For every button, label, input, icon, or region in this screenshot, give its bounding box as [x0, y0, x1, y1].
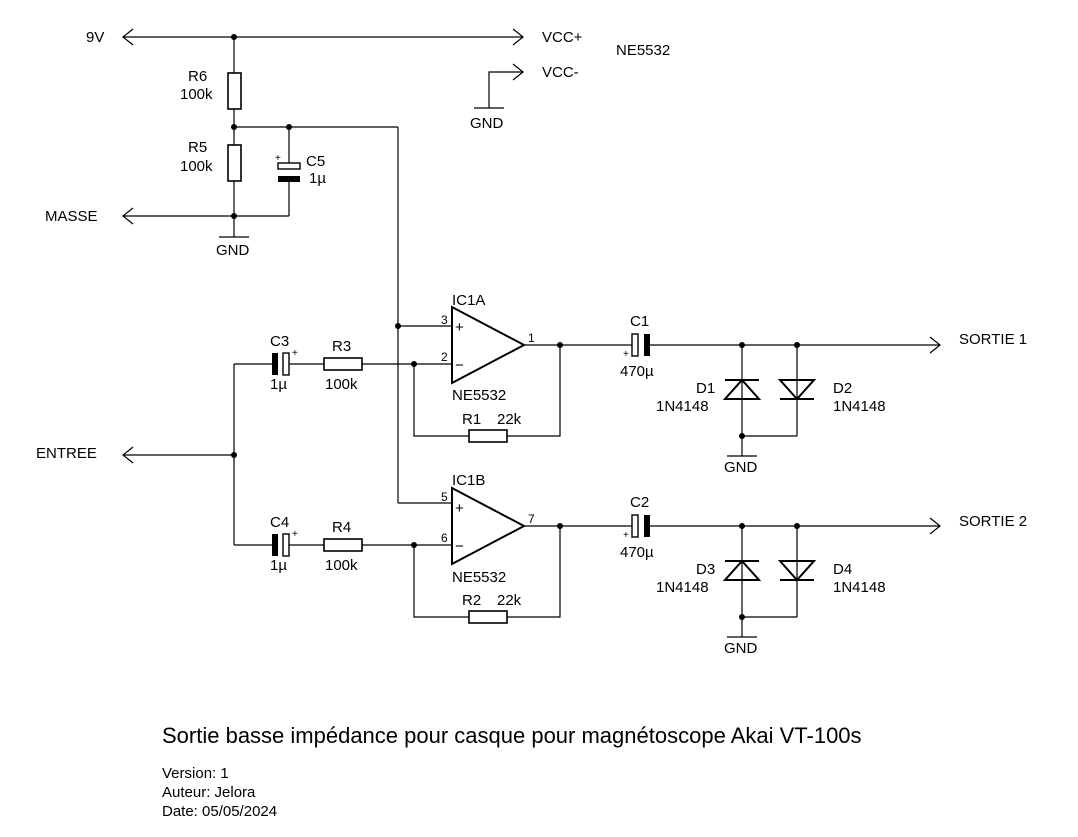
- junction-dot: [557, 342, 563, 348]
- diode-d1: D1 1N4148: [656, 345, 762, 436]
- resistor-r6: R6 100k: [180, 68, 242, 110]
- d1-value: 1N4148: [656, 398, 709, 415]
- d2-value: 1N4148: [833, 398, 886, 415]
- d4-value: 1N4148: [833, 579, 886, 596]
- c3-ref: C3: [270, 333, 289, 350]
- r5-ref: R5: [188, 139, 207, 156]
- r2-value: 22k: [497, 592, 522, 609]
- r2-ref: R2: [462, 592, 481, 609]
- power-chip-label: NE5532: [616, 42, 670, 59]
- c3-value: 1µ: [270, 376, 287, 393]
- junction-dot: [231, 34, 237, 40]
- power-rail: 9V VCC+ NE5532: [86, 28, 670, 59]
- net-vcc-minus-label: VCC-: [542, 64, 579, 81]
- net-entree-label: ENTREE: [36, 445, 97, 462]
- r6-ref: R6: [188, 68, 207, 85]
- svg-text:+: +: [292, 529, 298, 540]
- ic1a-ref: IC1A: [452, 292, 485, 309]
- svg-text:−: −: [455, 357, 464, 374]
- net-sortie2-label: SORTIE 2: [959, 513, 1027, 530]
- junction-dot: [231, 452, 237, 458]
- r3-value: 100k: [325, 376, 358, 393]
- version-text: Version: 1: [162, 765, 229, 782]
- r4-ref: R4: [332, 519, 351, 536]
- svg-text:+: +: [455, 319, 464, 336]
- gnd-label: GND: [724, 640, 758, 657]
- capacitor-c5: + C5 1µ: [275, 153, 326, 187]
- gnd-label: GND: [470, 115, 504, 132]
- gnd-label: GND: [724, 459, 758, 476]
- svg-text:7: 7: [528, 512, 535, 526]
- svg-text:3: 3: [441, 313, 448, 327]
- r1-value: 22k: [497, 411, 522, 428]
- c5-ref: C5: [306, 153, 325, 170]
- net-9v-label: 9V: [86, 29, 104, 46]
- d2-ref: D2: [833, 380, 852, 397]
- c4-value: 1µ: [270, 557, 287, 574]
- c2-value: 470µ: [620, 544, 654, 561]
- diode-d2: D2 1N4148: [777, 345, 886, 436]
- vcc-minus-net: VCC- GND: [470, 63, 579, 132]
- resistor-r4: R4 100k: [323, 519, 363, 574]
- d1-ref: D1: [696, 380, 715, 397]
- svg-text:5: 5: [441, 490, 448, 504]
- capacitor-c3: + C3 1µ: [270, 333, 298, 393]
- c4-ref: C4: [270, 514, 289, 531]
- net-masse-label: MASSE: [45, 208, 98, 225]
- author-text: Auteur: Jelora: [162, 784, 256, 801]
- resistor-r3: R3 100k: [323, 338, 363, 393]
- junction-dot: [395, 323, 401, 329]
- junction-dot: [557, 523, 563, 529]
- resistor-r5: R5 100k: [180, 139, 242, 182]
- svg-text:2: 2: [441, 350, 448, 364]
- net-vcc-plus-label: VCC+: [542, 29, 583, 46]
- c5-value: 1µ: [309, 170, 326, 187]
- d3-ref: D3: [696, 561, 715, 578]
- opamp-ic1a: IC1A NE5532 3 2 1 + −: [441, 292, 535, 404]
- diode-d3: D3 1N4148: [656, 526, 762, 617]
- c2-ref: C2: [630, 494, 649, 511]
- ic1a-value: NE5532: [452, 387, 506, 404]
- r3-ref: R3: [332, 338, 351, 355]
- svg-text:+: +: [455, 500, 464, 517]
- capacitor-c2: + C2 470µ: [620, 494, 654, 561]
- capacitor-c1: + C1 470µ: [620, 313, 654, 380]
- masse-net: MASSE: [45, 207, 289, 225]
- opamp-ic1b: IC1B NE5532 5 6 7 + −: [441, 472, 535, 586]
- title-block: Sortie basse impédance pour casque pour …: [162, 723, 862, 820]
- schematic-title: Sortie basse impédance pour casque pour …: [162, 723, 862, 748]
- resistor-r2: R2 22k: [462, 592, 522, 624]
- d4-ref: D4: [833, 561, 852, 578]
- svg-text:+: +: [623, 530, 629, 541]
- ic1b-value: NE5532: [452, 569, 506, 586]
- gnd-label: GND: [216, 242, 250, 259]
- r4-value: 100k: [325, 557, 358, 574]
- net-sortie1-label: SORTIE 1: [959, 331, 1027, 348]
- date-text: Date: 05/05/2024: [162, 803, 277, 820]
- svg-text:6: 6: [441, 531, 448, 545]
- svg-text:+: +: [275, 153, 281, 164]
- resistor-r1: R1 22k: [462, 411, 522, 443]
- r6-value: 100k: [180, 86, 213, 103]
- entree-net: ENTREE: [36, 445, 234, 464]
- d3-value: 1N4148: [656, 579, 709, 596]
- r1-ref: R1: [462, 411, 481, 428]
- diode-d4: D4 1N4148: [777, 526, 886, 617]
- c1-value: 470µ: [620, 363, 654, 380]
- capacitor-c4: + C4 1µ: [270, 514, 298, 574]
- svg-text:+: +: [623, 349, 629, 360]
- r5-value: 100k: [180, 158, 213, 175]
- svg-text:−: −: [455, 538, 464, 555]
- svg-text:1: 1: [528, 331, 535, 345]
- c1-ref: C1: [630, 313, 649, 330]
- svg-text:+: +: [292, 348, 298, 359]
- ic1b-ref: IC1B: [452, 472, 485, 489]
